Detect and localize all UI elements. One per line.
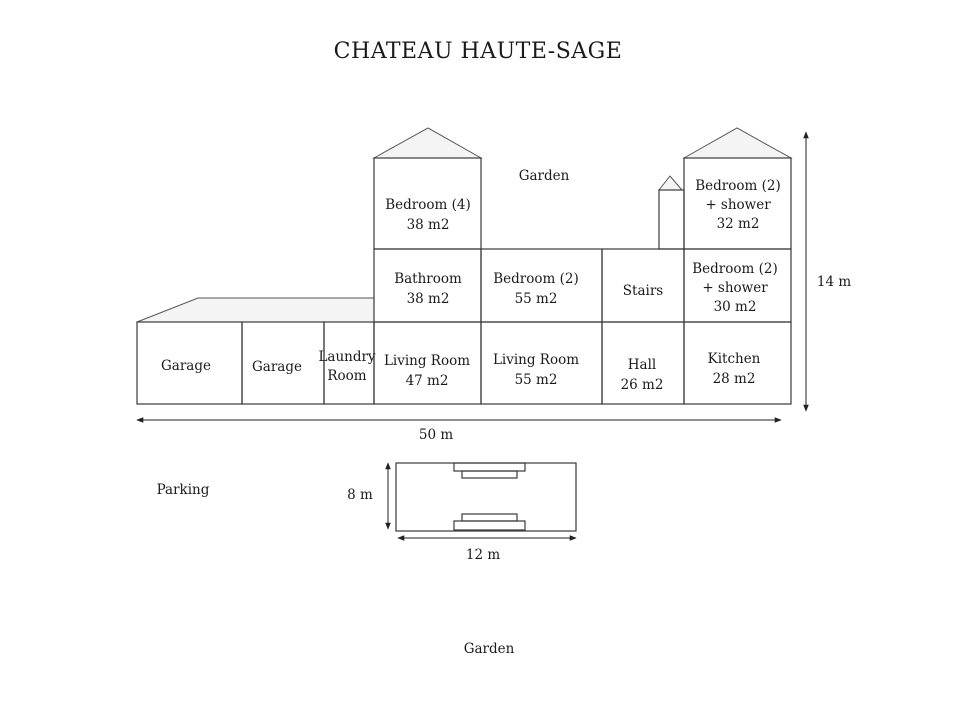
label-hall: Hall 26 m2 (621, 357, 664, 393)
label-line: Bedroom (2) (493, 271, 578, 287)
label-line: + shower (702, 280, 768, 296)
label-garden-bottom: Garden (464, 641, 515, 657)
dimension-width-label: 50 m (419, 427, 453, 443)
label-bedroom-shower-low: Bedroom (2) + shower 30 m2 (692, 261, 777, 315)
pool-step-bottom-outer (453, 520, 526, 531)
roof-tower-left (372, 127, 483, 159)
label-parking: Parking (157, 482, 210, 498)
roof-tower-right (682, 127, 793, 159)
label-living-1: Living Room 47 m2 (384, 353, 470, 389)
label-garage-2: Garage (252, 359, 302, 375)
label-line: + shower (705, 197, 771, 213)
label-line: Bedroom (2) (692, 261, 777, 277)
dimension-pool-height-label: 8 m (347, 487, 373, 503)
pool-step-bottom-inner (461, 513, 518, 522)
label-bedroom-mid: Bedroom (2) 55 m2 (493, 271, 578, 307)
label-line: Room (327, 368, 366, 384)
label-line: 38 m2 (407, 217, 450, 233)
label-line: Bedroom (2) (695, 178, 780, 194)
label-bedroom4: Bedroom (4) 38 m2 (385, 197, 470, 233)
dimension-height-label: 14 m (817, 274, 851, 290)
label-line: Stairs (623, 283, 663, 299)
label-line: Garage (161, 358, 211, 374)
label-line: 26 m2 (621, 377, 664, 393)
label-bathroom: Bathroom 38 m2 (394, 271, 462, 307)
label-garage-1: Garage (161, 358, 211, 374)
label-kitchen: Kitchen 28 m2 (708, 351, 761, 387)
page-title: CHATEAU HAUTE-SAGE (334, 39, 623, 64)
pool (395, 462, 577, 532)
label-line: Bedroom (4) (385, 197, 470, 213)
label-line: 38 m2 (407, 291, 450, 307)
label-line: 55 m2 (515, 291, 558, 307)
label-line: 55 m2 (515, 372, 558, 388)
label-line: 30 m2 (714, 299, 757, 315)
dimension-pool-width-label: 12 m (466, 547, 500, 563)
label-line: 47 m2 (406, 373, 449, 389)
label-bedroom-shower-top: Bedroom (2) + shower 32 m2 (695, 178, 780, 232)
label-line: Hall (628, 357, 656, 373)
label-living-2: Living Room 55 m2 (493, 352, 579, 388)
roof-turret (657, 175, 684, 191)
label-line: Living Room (493, 352, 579, 368)
label-line: Garage (252, 359, 302, 375)
label-laundry: Laundry Room (318, 349, 375, 384)
label-line: Living Room (384, 353, 470, 369)
label-line: Bathroom (394, 271, 462, 287)
label-line: Laundry (318, 349, 375, 365)
roof-left-wing (136, 297, 375, 323)
label-line: 28 m2 (713, 371, 756, 387)
label-stairs: Stairs (623, 283, 663, 299)
pool-step-top-inner (461, 470, 518, 479)
label-garden-top: Garden (519, 168, 570, 184)
label-line: 32 m2 (717, 216, 760, 232)
pool-step-top-outer (453, 462, 526, 472)
turret (658, 189, 685, 250)
label-line: Kitchen (708, 351, 761, 367)
room-kitchen (683, 321, 792, 405)
